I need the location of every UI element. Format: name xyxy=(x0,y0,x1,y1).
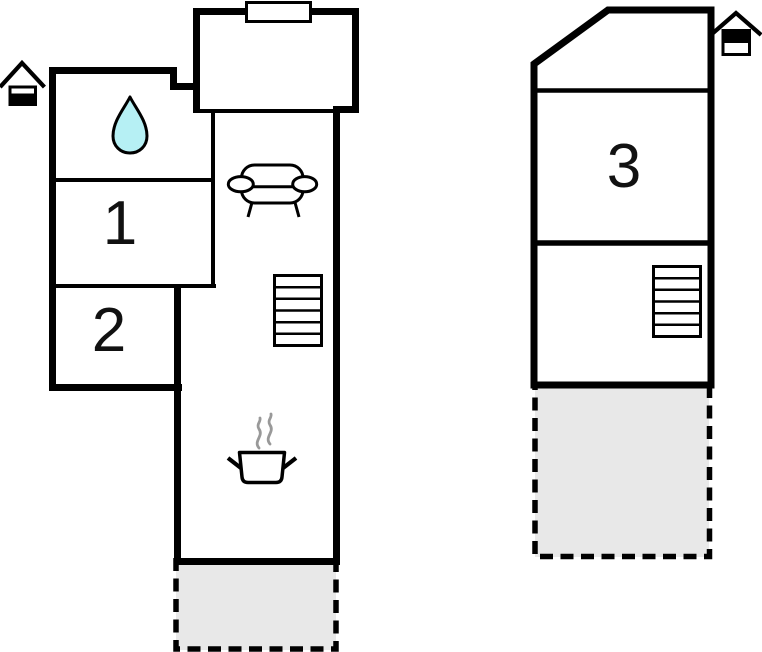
wall-segment xyxy=(49,67,177,74)
terrace-right-fill xyxy=(535,386,709,557)
cooking-pot-icon xyxy=(226,412,298,485)
water-drop-icon xyxy=(111,95,149,155)
steam-line xyxy=(255,416,262,450)
terrace-left-fill xyxy=(176,564,336,650)
wall-segment xyxy=(333,106,359,113)
terrace-right xyxy=(532,377,713,560)
terrace-left-dashed-border xyxy=(173,558,339,652)
wall-segment xyxy=(333,106,340,565)
room-label-3: 3 xyxy=(606,132,642,202)
interior-wall xyxy=(197,109,336,113)
wall-segment xyxy=(170,67,177,90)
wall-segment xyxy=(193,8,200,113)
house-orientation-icon-right xyxy=(709,10,762,56)
steam-line xyxy=(266,412,273,446)
terrace-right-dashed-border xyxy=(532,377,713,560)
window-marker xyxy=(245,1,312,23)
stairs-icon-right xyxy=(652,265,702,338)
interior-wall xyxy=(211,109,215,288)
stairs-icon-left xyxy=(273,274,323,347)
house-orientation-icon-left xyxy=(0,59,46,106)
wall-segment xyxy=(352,8,359,113)
interior-wall xyxy=(53,284,216,288)
wall-segment xyxy=(174,284,181,565)
room-label-1: 1 xyxy=(102,189,138,259)
terrace-left xyxy=(173,558,339,652)
interior-wall xyxy=(53,178,214,182)
sofa-icon xyxy=(226,163,319,218)
wall-segment xyxy=(49,384,182,391)
wall-segment xyxy=(49,67,56,391)
room-label-2: 2 xyxy=(91,296,127,366)
wall-segment xyxy=(174,558,340,565)
wall-segment xyxy=(170,83,197,90)
